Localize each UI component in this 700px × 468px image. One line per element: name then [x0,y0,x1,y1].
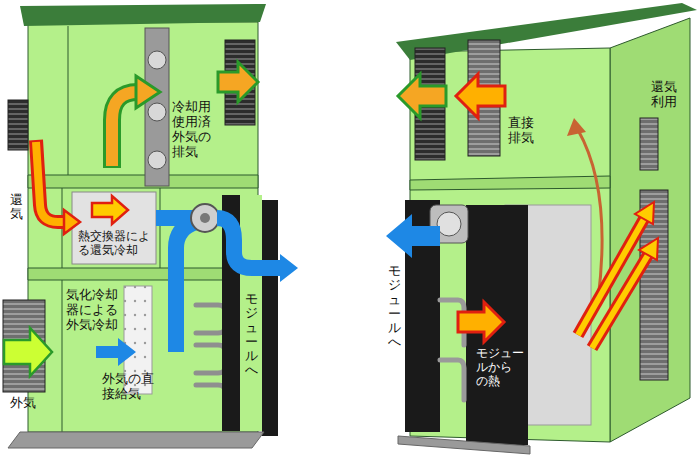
recirculation-arrow [567,118,602,300]
right-module [396,3,697,442]
return-air-arrow-part [64,210,80,234]
return-air-louver [8,100,28,150]
module-heat-label: モジュー ルから の熱 [476,347,524,388]
supply-air-arrow-part [386,214,440,258]
exhaust-arrow-part [112,92,138,168]
right-module-part [610,18,690,442]
exhaust-arrow-part [136,76,160,108]
supply-air-arrow [96,204,298,366]
return-air-arrow-part [92,196,128,224]
return-air-louvers [640,118,668,380]
supply-air-arrow [386,214,440,258]
outside-air-arrow [4,328,52,376]
to-module-label: モジュールへ [388,264,401,350]
exhaust-arrow-part [218,62,258,102]
heat-exchanger-label: 熱交換器によ る還気冷却 [78,230,150,258]
cooling-pipes-part [196,305,226,333]
heat-exchanger [72,192,156,264]
base-floor [8,432,264,448]
return-air-arrow-part [36,140,66,222]
return-air-arrows-part [635,202,654,224]
to-module-label: モジュールへ [245,292,258,378]
supply-air-arrow-part [200,213,210,223]
fan-unit-part [437,212,461,236]
fan-panel-part [148,151,166,169]
fan-panel-part [148,103,166,121]
return-air-arrow-part [36,142,66,222]
return-air-use-label: 還気 利用 [651,80,677,110]
return-air-arrows-part [592,255,648,348]
fan-panel [145,28,169,186]
right-module-part [410,176,610,190]
base-floor-part [398,436,530,454]
cooling-pipes-part [440,360,464,400]
recirculation-arrow-part [578,130,602,300]
left-module-part [62,280,63,432]
heat-exchanger-part [72,192,156,264]
module-duct-panel-part [262,200,278,436]
direct-exhaust-arrow [398,74,505,118]
cooling-pipes [196,305,226,405]
supply-air-arrow-part [176,222,196,352]
outside-air-arrow-part [4,328,52,376]
return-air-label: 還気 [10,193,23,222]
return-air-arrows-part [639,238,658,260]
module-heat-arrow-part [458,302,504,342]
direct-exhaust-arrow-part [456,74,505,118]
return-air-arrows-part [592,255,648,348]
base-floor [398,436,530,454]
left-module-part [20,4,266,26]
module-heat-arrow [458,302,504,342]
return-air-arrows [578,202,658,348]
left-module-part [68,26,69,175]
module-duct-panel-part [240,195,262,431]
supply-air-arrow-part [280,254,298,282]
exhaust-arrow-part [112,92,138,166]
fan-panel-part [145,28,169,186]
left-module-part [28,175,258,188]
direct-supply-label: 外気の直 接給気 [102,372,154,402]
return-air-louvers-part [640,118,658,170]
cooling-pipes-part [196,345,226,373]
fan-panel-part [148,51,166,69]
supply-air-arrow-part [96,338,136,366]
cooling-pipes-part [196,385,226,405]
direct-exhaust-arrow-part [398,74,446,118]
left-module-part [160,188,161,268]
base-floor-part [8,432,264,448]
supply-air-arrow-part [217,218,282,268]
return-air-arrow [36,140,128,234]
outside-air-label: 外気 [10,396,36,411]
exhaust-label: 冷却用 使用済 外気の 排気 [172,100,211,160]
return-air-louver-part [8,100,28,150]
exhaust-arrow [112,62,258,168]
direct-exhaust-label: 直接 排気 [508,116,534,146]
recirculation-arrow-part [567,118,586,136]
evaporative-cooler-label: 気化冷却 器による 外気冷却 [66,288,118,333]
supply-air-arrow-part [191,204,219,232]
